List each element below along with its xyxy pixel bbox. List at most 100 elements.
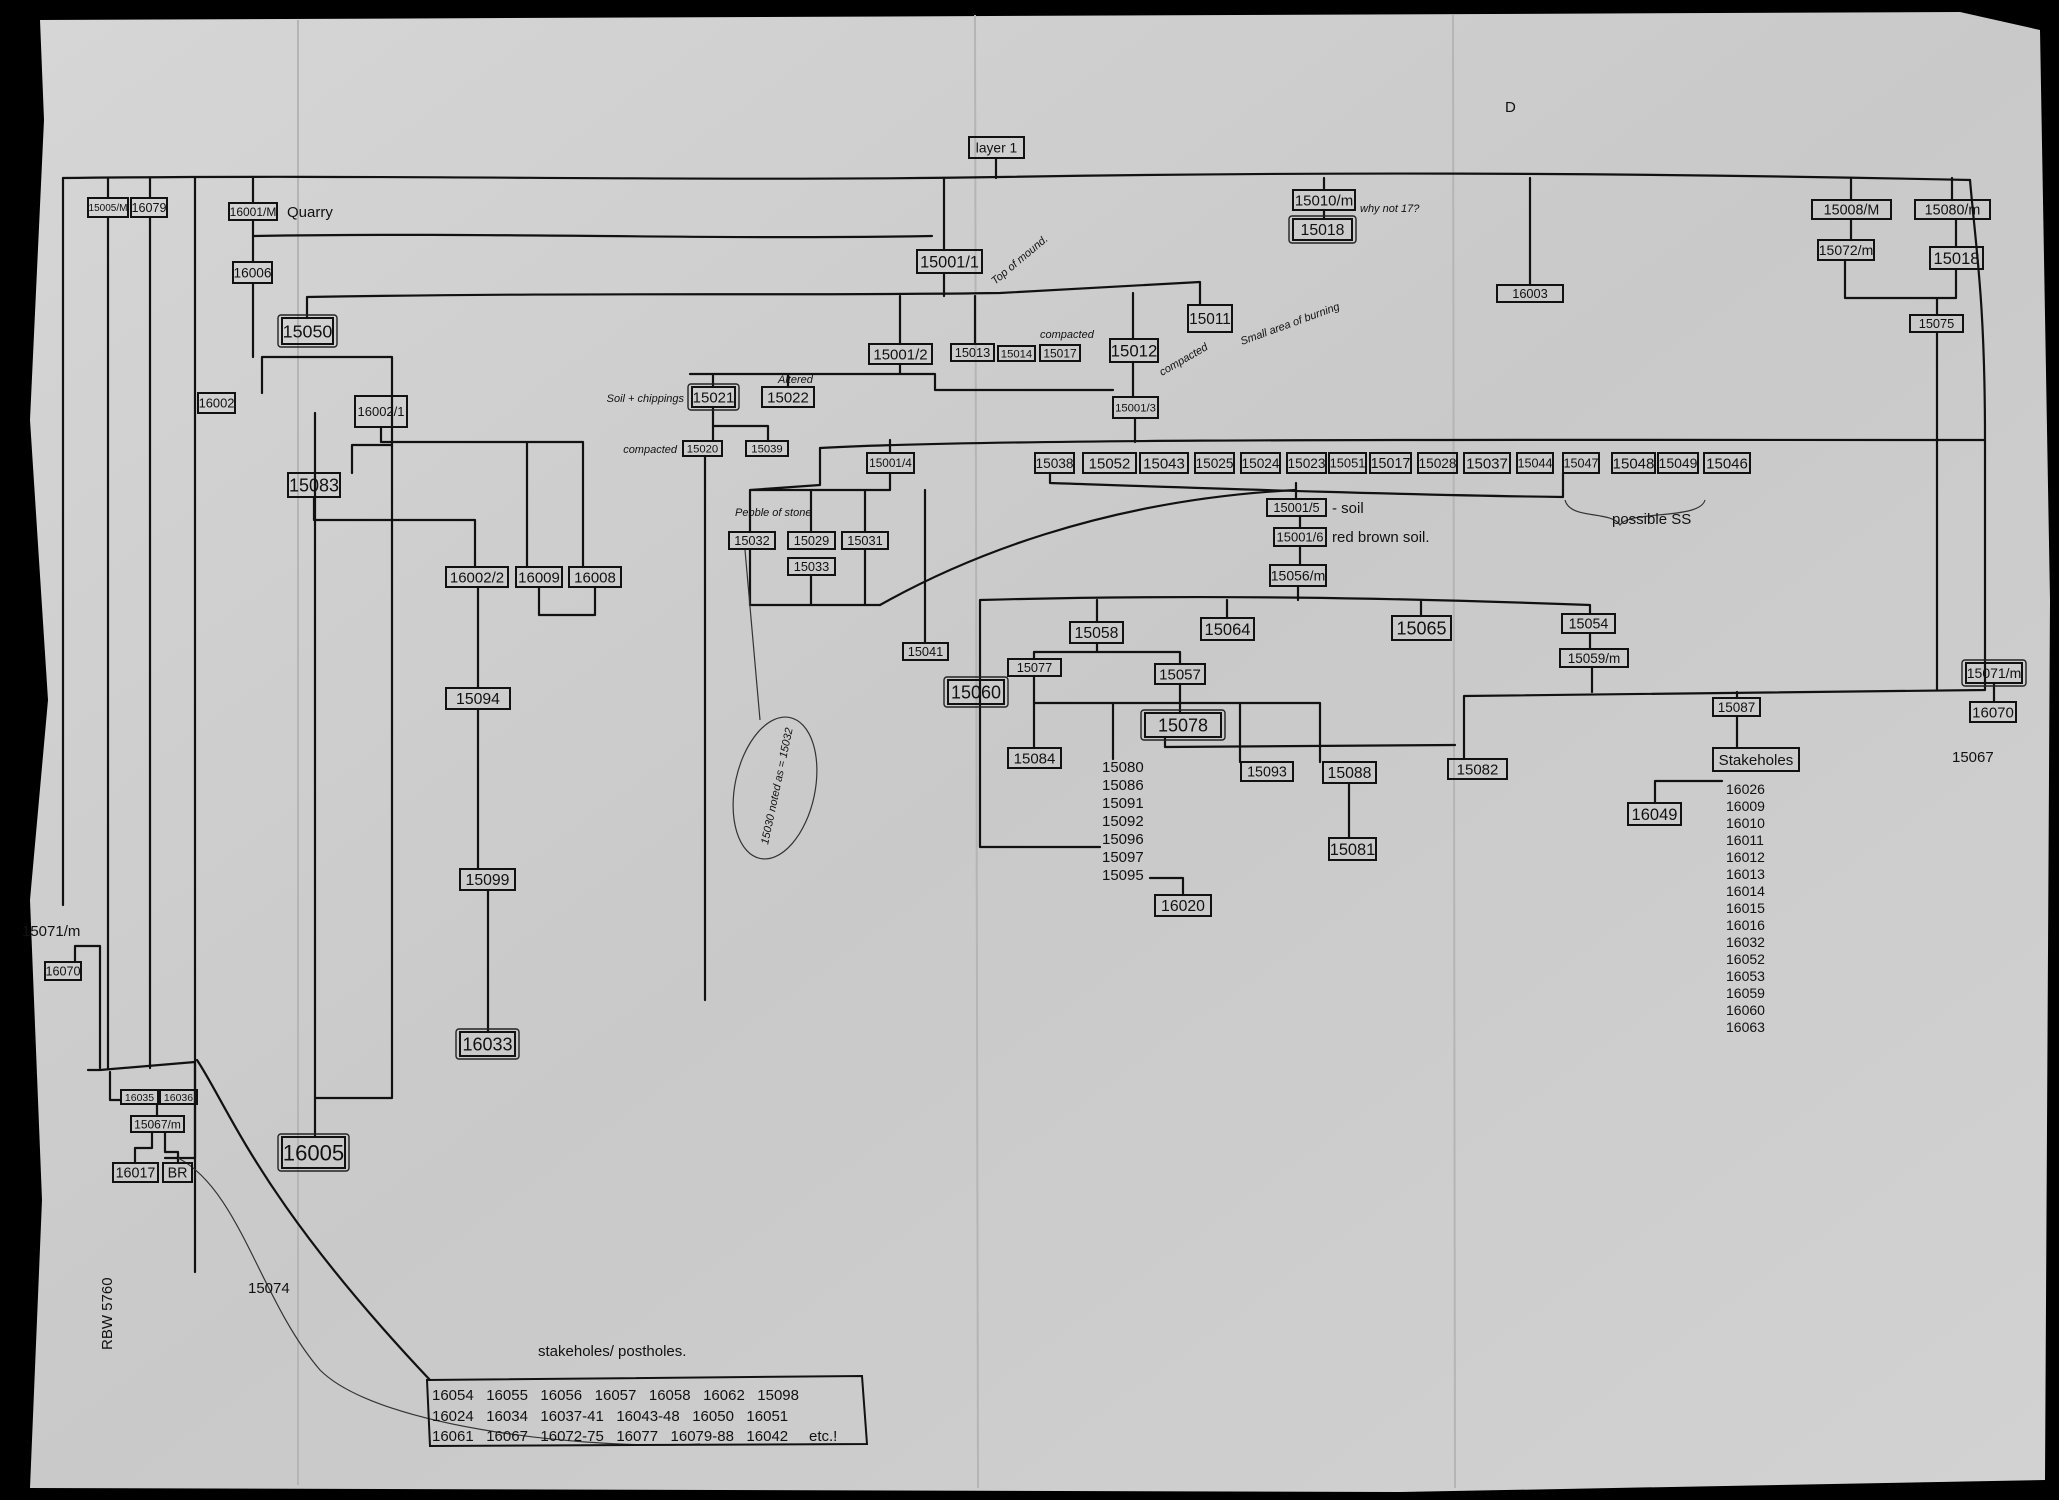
unit-box-outline <box>1144 712 1222 738</box>
unit-box: 16017 <box>112 1162 159 1183</box>
unit-label: 15038 <box>1035 456 1073 471</box>
fold-lines <box>297 14 1456 1489</box>
unit-box-outline <box>728 531 776 550</box>
unit-box: 15067/m <box>130 1115 185 1133</box>
unit-label: 16017 <box>116 1166 156 1182</box>
unit-box-outline <box>1039 344 1081 362</box>
unit-box: 16020 <box>1154 894 1212 917</box>
unit-label: 15067/m <box>134 1117 181 1131</box>
unit-box: 16009 <box>515 566 563 588</box>
unit-box-outline <box>968 136 1025 159</box>
unit-label: 15075 <box>1919 316 1955 331</box>
unit-box: 15065 <box>1391 615 1452 641</box>
unit-box: Stakeholes <box>1712 747 1800 772</box>
unit-box-outline <box>1811 199 1892 220</box>
unit-label: 16005 <box>283 1140 344 1165</box>
unit-label: 16003 <box>1512 286 1548 301</box>
unit-box: 15005/M <box>87 197 129 218</box>
unit-label: 16002/1 <box>358 404 405 419</box>
unit-label: 15018 <box>1301 222 1345 239</box>
unit-box-outline <box>130 197 168 218</box>
unit-label: 15033 <box>794 559 830 574</box>
unit-box-outline <box>281 317 334 345</box>
unit-list-item: 15097 <box>1102 849 1144 866</box>
stakeholes-box <box>425 1374 869 1448</box>
unit-box: 15041 <box>902 642 949 661</box>
stakeholes-row: 16054 16055 16056 16057 16058 16062 1509… <box>432 1387 799 1404</box>
unit-box: 15010/m <box>1292 189 1356 211</box>
unit-box: 15058 <box>1069 621 1124 644</box>
unit-label: 15072/m <box>1819 242 1873 258</box>
note-compacted: compacted <box>1040 329 1095 341</box>
unit-label: 15001/6 <box>1277 530 1324 545</box>
unit-label: 15011 <box>1189 311 1231 328</box>
unit-box: 15001/2 <box>868 343 933 365</box>
unit-box: 15099 <box>459 868 516 891</box>
unit-box-outline <box>87 197 129 218</box>
unit-label: 16008 <box>574 569 616 586</box>
unit-box: 16035 <box>120 1089 159 1105</box>
unit-box-outline <box>445 566 509 588</box>
unit-label: 15064 <box>1205 621 1251 639</box>
unit-box-outline <box>1154 894 1212 917</box>
unit-label: 15001/1 <box>920 253 979 271</box>
note-pebble: Pebble of stone <box>735 507 811 519</box>
stakehole-list-item: 16009 <box>1726 798 1765 814</box>
stakehole-list-item: 16011 <box>1726 832 1764 848</box>
unit-box-outline <box>1447 758 1508 780</box>
unit-box-outline <box>1109 338 1159 363</box>
unit-box: 15023 <box>1286 452 1327 474</box>
unit-box: 15081 <box>1328 837 1377 861</box>
unit-box-outline <box>1292 189 1356 211</box>
unit-box: 15094 <box>445 687 511 710</box>
unit-box: 15078 <box>1140 709 1226 741</box>
unit-box-outline <box>691 386 736 408</box>
unit-label: 15029 <box>794 533 830 548</box>
unit-box: 15029 <box>787 531 836 550</box>
unit-label: 15041 <box>908 644 944 659</box>
unit-box: 15046 <box>1703 452 1751 474</box>
stakehole-list-item: 16016 <box>1726 917 1765 933</box>
unit-label: 15010/m <box>1295 192 1353 209</box>
unit-label: 15052 <box>1089 455 1131 472</box>
stakeholes-row: 16061 16067 16072-75 16077 16079-88 1604… <box>432 1428 837 1445</box>
unit-box: 15013 <box>950 343 995 362</box>
unit-label: 16009 <box>518 569 560 586</box>
corner-letter: D <box>1505 99 1516 116</box>
unit-box-outer-outline <box>277 314 338 348</box>
unit-label: 16036 <box>164 1092 193 1104</box>
unit-box-outline <box>232 261 273 284</box>
unit-box-outline <box>197 392 236 414</box>
note-compacted: compacted <box>623 444 678 456</box>
unit-box-outline <box>1929 246 1984 270</box>
unit-box: 15031 <box>841 531 889 550</box>
unit-label: 15047 <box>1563 457 1598 471</box>
unit-label: 15080/m <box>1925 203 1981 219</box>
unit-box: 15088 <box>1322 761 1377 784</box>
unit-label: 16001/M <box>230 205 277 219</box>
unit-box-outline <box>459 1031 516 1057</box>
unit-box-outline <box>1328 452 1367 474</box>
unit-15074-label: 15074 <box>248 1280 290 1297</box>
unit-box-outline <box>1200 617 1255 641</box>
unit-box-outline <box>1328 837 1377 861</box>
unit-box-outline <box>1559 648 1629 668</box>
unit-box: 15025 <box>1194 452 1235 474</box>
unit-box: 15024 <box>1240 452 1281 474</box>
unit-list-item: 15095 <box>1102 867 1144 884</box>
unit-box-outline <box>1817 239 1875 261</box>
unit-box-outer-outline <box>687 383 740 411</box>
unit-box: 16005 <box>277 1133 350 1172</box>
unit-box-outline <box>1369 452 1412 474</box>
unit-box: 15057 <box>1154 663 1206 685</box>
unit-box-outline <box>445 687 511 710</box>
unit-box-outer-outline <box>1961 659 2027 687</box>
unit-label: 15044 <box>1517 457 1552 471</box>
unit-box: 15050 <box>277 314 338 348</box>
unit-box: 15052 <box>1082 452 1137 474</box>
unit-label: 15048 <box>1613 455 1655 472</box>
connector-lines <box>61 156 1996 1446</box>
unit-box-outline <box>1703 452 1751 474</box>
unit-label: 15049 <box>1659 455 1698 471</box>
unit-label: 15023 <box>1287 456 1325 471</box>
